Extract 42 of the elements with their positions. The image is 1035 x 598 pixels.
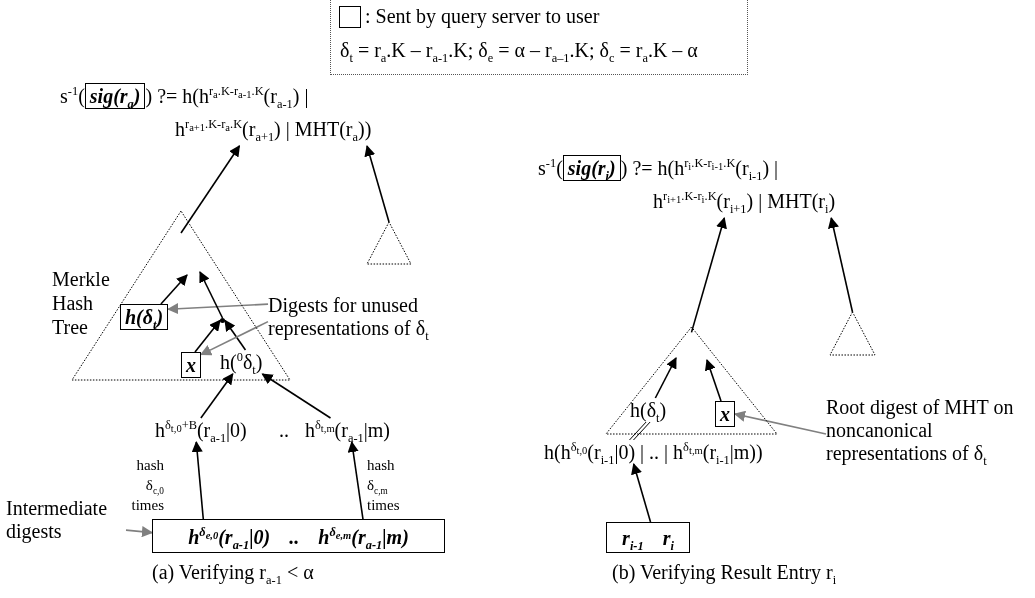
leader-arrow xyxy=(167,303,269,315)
callout-text: Root digest of MHT on noncanonical representations of δ$_{t}$ xyxy=(826,396,1026,465)
leader-arrow xyxy=(733,410,827,435)
arrow xyxy=(704,358,722,402)
digest-box: x xyxy=(181,352,201,378)
leader-arrow xyxy=(125,526,154,538)
arrow xyxy=(180,145,241,234)
arrow xyxy=(261,373,332,419)
callout-text: Intermediate digests xyxy=(6,497,126,543)
hash-box: h(δ$_{t}$) xyxy=(120,304,169,330)
edge-label: hash δ$_{c,0}$ times xyxy=(130,456,164,515)
tree-label: Merkle Hash Tree xyxy=(52,267,111,339)
edge-label: hash δ$_{c,m}$ times xyxy=(367,456,401,515)
caption: (a) Verifying r$_{a-1}$ < α xyxy=(152,560,314,584)
junction-dot xyxy=(220,318,225,323)
hash-term: h(δ$_{t}$) xyxy=(630,398,667,422)
arrow xyxy=(160,274,188,305)
legend-text: : Sent by query server to user xyxy=(365,4,600,28)
arrow xyxy=(194,319,221,353)
arrow xyxy=(191,440,205,520)
signature-box: sig(r$_{a}$) xyxy=(84,83,146,109)
leader-arrow xyxy=(200,320,269,356)
arrow xyxy=(364,144,390,223)
arrow xyxy=(631,462,652,523)
formula-text: s$^{-1}$( xyxy=(60,85,85,107)
hash-term: h($^{0}$δ$_{t}$) xyxy=(220,350,263,374)
arrow xyxy=(654,357,677,399)
definition-text: δ$_{t}$ = r$_{a}$.K – r$_{a-1}$.K; δ$_{e}$ = α – r$_{a–1}$.K; δ$_{c}$ = r$_{a}$.K – α xyxy=(340,38,698,62)
equals-mark xyxy=(629,421,651,441)
entry-box: r$_{i-1}$ r$_{i}$ xyxy=(606,522,690,553)
arrow xyxy=(690,216,727,334)
arrow xyxy=(347,440,364,520)
arrow xyxy=(199,271,224,319)
arrow xyxy=(224,319,247,351)
ellipsis-text: .. xyxy=(279,418,289,442)
arrow xyxy=(200,373,234,419)
caption: (b) Verifying Result Entry r$_{i}$ xyxy=(612,560,837,584)
callout-text: Digests for unused representations of δ$_{t}$ xyxy=(268,294,468,340)
arrow xyxy=(828,216,854,313)
signature-box: sig(r$_{i}$) xyxy=(562,155,621,181)
digest-box: x xyxy=(715,401,735,427)
formula-text: s$^{-1}$( xyxy=(538,157,563,179)
